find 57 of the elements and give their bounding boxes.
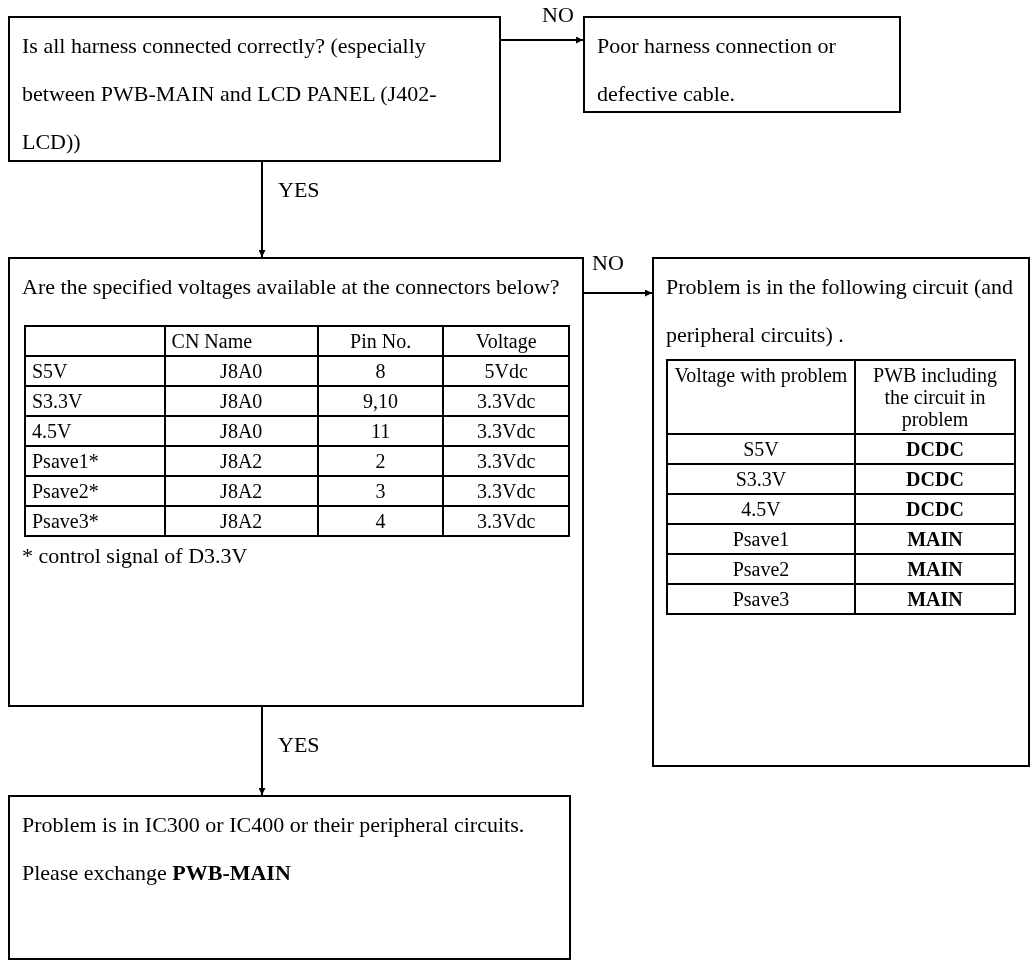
table-cell: 3.3Vdc (443, 506, 569, 536)
table-cell: Psave2* (25, 476, 165, 506)
table-cell: DCDC (854, 434, 1015, 464)
table-cell: Psave3* (25, 506, 165, 536)
table-cell: MAIN (854, 584, 1015, 614)
decision-box (8, 16, 501, 162)
table-cell: DCDC (854, 464, 1015, 494)
table-header-cell: Voltage with problem (667, 360, 855, 434)
question-text: Is all harness connected correctly? (especially between PWB-MAIN and LCD PANEL (J402-LCD)) (22, 32, 438, 156)
table-cell: J8A2 (164, 476, 318, 506)
table-cell: S3.3V (25, 386, 165, 416)
table-cell: 11 (317, 416, 444, 446)
question-text: Are the specified voltages available at the connectors below? (22, 273, 561, 301)
table-cell: Psave1 (667, 524, 855, 554)
table-cell: DCDC (854, 494, 1015, 524)
table-cell: 5Vdc (443, 356, 569, 386)
process-box (8, 795, 571, 960)
table-cell: MAIN (854, 554, 1015, 584)
table-cell: Psave2 (667, 554, 855, 584)
instruction-text: Please exchange PWB-MAIN (22, 859, 292, 887)
table-cell: 3 (317, 476, 444, 506)
result-text: Problem is in IC300 or IC400 or their peripheral circuits. (22, 811, 526, 839)
table-cell: J8A2 (164, 506, 318, 536)
table-cell: 4.5V (667, 494, 855, 524)
table-cell: 3.3Vdc (443, 446, 569, 476)
table-cell: 4.5V (25, 416, 165, 446)
result-text: Poor harness connection or defective cable. (597, 32, 837, 108)
table-cell: 3.3Vdc (443, 476, 569, 506)
decision-box (8, 257, 584, 707)
table-cell: MAIN (854, 524, 1015, 554)
table-header-cell: Voltage (443, 326, 569, 356)
table-cell: 2 (317, 446, 444, 476)
table-cell: J8A2 (164, 446, 318, 476)
table-cell: 3.3Vdc (443, 416, 569, 446)
table-header-cell: PWB including the circuit in problem (854, 360, 1015, 434)
arrow (258, 161, 266, 258)
table-cell: 3.3Vdc (443, 386, 569, 416)
table-cell: J8A0 (164, 416, 318, 446)
table-header-cell: Pin No. (317, 326, 444, 356)
table-header-cell: CN Name (164, 326, 318, 356)
table-cell: Psave1* (25, 446, 165, 476)
table-cell: S5V (25, 356, 165, 386)
table-cell: S3.3V (667, 464, 855, 494)
arrow (258, 706, 266, 796)
result-text: Problem is in the following circuit (and peripheral circuits) . (666, 273, 1015, 349)
arrow (583, 289, 653, 297)
footnote-text: * control signal of D3.3V (22, 542, 249, 570)
table-cell: 4 (317, 506, 444, 536)
arrow (500, 36, 584, 44)
table-cell: 8 (317, 356, 444, 386)
table-cell: S5V (667, 434, 855, 464)
table-cell: J8A0 (164, 386, 318, 416)
process-box (652, 257, 1030, 767)
table-cell: J8A0 (164, 356, 318, 386)
table-cell: Psave3 (667, 584, 855, 614)
table-cell: 9,10 (317, 386, 444, 416)
process-box (583, 16, 901, 113)
